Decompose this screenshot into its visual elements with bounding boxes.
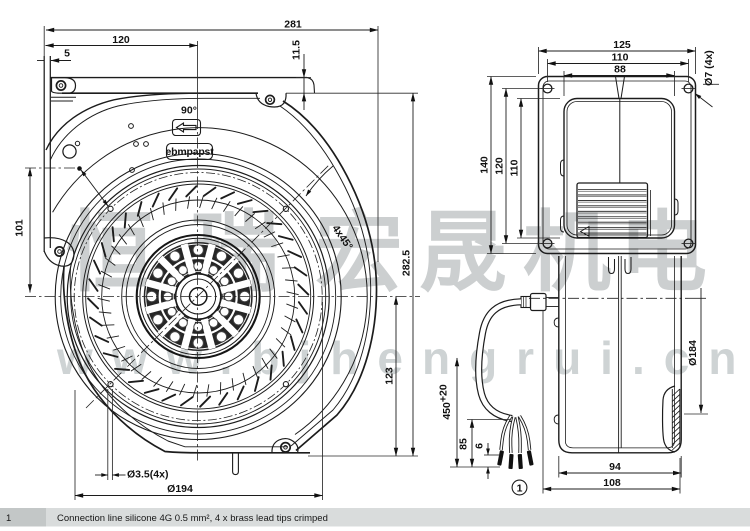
dim-overall-height: 282.5	[401, 250, 413, 276]
dim-wall-offset: 5	[64, 48, 70, 60]
cable-core	[476, 299, 522, 421]
dim-inner-width: 88	[614, 64, 626, 76]
dim-bolt-circle: Ø194	[167, 483, 193, 495]
footer-bar-background	[0, 508, 750, 527]
side-view-dimensions: 125 110 88 Ø7 (4x) 140 120	[438, 39, 719, 494]
dim-cable-length: 450+20	[438, 384, 454, 420]
dim-hole-spacing-v: 120	[494, 157, 506, 175]
dim-top-offset: 11.5	[291, 40, 303, 60]
brand-logo-plate: ebmpapst	[166, 142, 214, 161]
footer-index: 1	[6, 513, 11, 524]
motor-louver-block	[576, 182, 651, 239]
dim-impeller-dia: Ø184	[687, 340, 699, 366]
dim-cable-length-tolerance: +20	[438, 384, 450, 402]
dim-center-height: 123	[384, 367, 396, 385]
front-view: ebmpapst 281	[14, 19, 420, 500]
dim-total-depth: 108	[603, 477, 621, 489]
dim-left-height: 101	[14, 219, 26, 237]
side-view: 1 125 110 88 Ø7 (4x)	[438, 39, 719, 496]
dim-cable-length-value: 450	[441, 402, 453, 420]
lead-wires	[497, 415, 534, 470]
rotation-direction-plate	[171, 118, 202, 137]
dim-inner-height: 110	[509, 159, 521, 176]
footer-index-box	[0, 508, 46, 527]
hole-45deg-marker	[77, 166, 82, 171]
dim-flange-width: 125	[613, 39, 631, 51]
hatched-pad	[671, 388, 681, 451]
dim-flange-hole: Ø7 (4x)	[703, 50, 715, 86]
dim-strip-length: 85	[458, 438, 470, 450]
dim-tip-length: 6	[474, 443, 486, 449]
dim-overall-width: 281	[284, 19, 302, 31]
front-view-dimensions: 281 120 5 11.5 90° 101 4x45° 282	[14, 19, 418, 500]
dim-body-depth: 94	[609, 461, 621, 473]
callout-number: 1	[517, 482, 523, 494]
dim-hole-dia: Ø3.5(4x)	[127, 469, 168, 481]
panel-holes	[62, 123, 149, 173]
impeller	[54, 152, 342, 441]
dim-flange-height: 140	[479, 156, 491, 174]
centerlines	[25, 41, 420, 462]
footer-note: Connection line silicone 4G 0.5 mm², 4 x…	[57, 513, 328, 524]
cable-assembly: 1	[475, 292, 559, 496]
watermark-char: 晟	[419, 203, 507, 302]
dim-inlet-center: 120	[112, 34, 130, 46]
dim-rotation: 90°	[181, 105, 197, 117]
dim-hole-spacing-h: 110	[612, 52, 629, 64]
footer-note-bar: 1 Connection line silicone 4G 0.5 mm², 4…	[0, 508, 750, 527]
housing-side-body	[529, 256, 706, 454]
watermark-char: 电	[619, 203, 707, 302]
